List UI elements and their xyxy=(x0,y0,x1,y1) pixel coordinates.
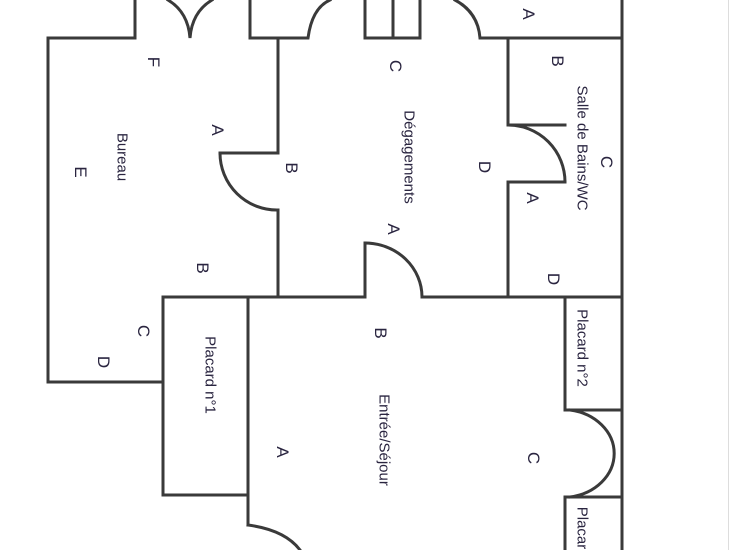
wall xyxy=(506,36,567,127)
room-label-placard-1: Placard n°1 xyxy=(201,336,219,414)
room-label-placard-3: Placar xyxy=(573,506,591,550)
wall-label: C xyxy=(524,451,543,465)
wall-label: A xyxy=(519,8,538,20)
wall xyxy=(248,0,332,40)
wall-label: B xyxy=(371,327,390,339)
wall xyxy=(563,495,624,550)
wall xyxy=(161,241,367,299)
room-label-salle-de-bains: Salle de Bains/WC xyxy=(573,85,591,211)
door-arc xyxy=(165,0,215,39)
room-label-placard-2: Placard n°2 xyxy=(573,309,591,387)
wall-label: C xyxy=(597,155,616,169)
wall-label: D xyxy=(94,355,113,369)
door-arc xyxy=(506,123,567,184)
wall-label: F xyxy=(144,56,163,68)
wall-label: D xyxy=(544,272,563,286)
wall-label: A xyxy=(523,192,542,204)
room-label-entree-sejour: Entrée/Séjour xyxy=(375,394,393,486)
wall xyxy=(46,0,137,40)
wall xyxy=(363,0,422,40)
wall-label: D xyxy=(475,160,494,174)
wall-label: C xyxy=(134,324,153,338)
wall-label: A xyxy=(273,446,292,458)
wall xyxy=(161,295,250,497)
wall xyxy=(563,295,624,412)
wall-label: A xyxy=(208,124,227,136)
door-arc xyxy=(452,0,624,40)
wall-label: C xyxy=(386,59,405,73)
wall-label: B xyxy=(193,262,212,274)
door-arc xyxy=(218,151,280,212)
wall-label: A xyxy=(384,223,403,235)
wall-label: B xyxy=(548,55,567,67)
wall-label: B xyxy=(282,162,301,174)
wall xyxy=(218,36,280,155)
door-arc xyxy=(246,523,302,550)
wall-label: E xyxy=(71,166,90,178)
wall xyxy=(46,36,165,384)
room-label-bureau: Bureau xyxy=(113,132,131,182)
room-label-degagements: Dégagements xyxy=(400,110,418,204)
page-edge xyxy=(728,0,729,550)
door-arc xyxy=(363,241,624,299)
door-arc xyxy=(568,408,616,499)
